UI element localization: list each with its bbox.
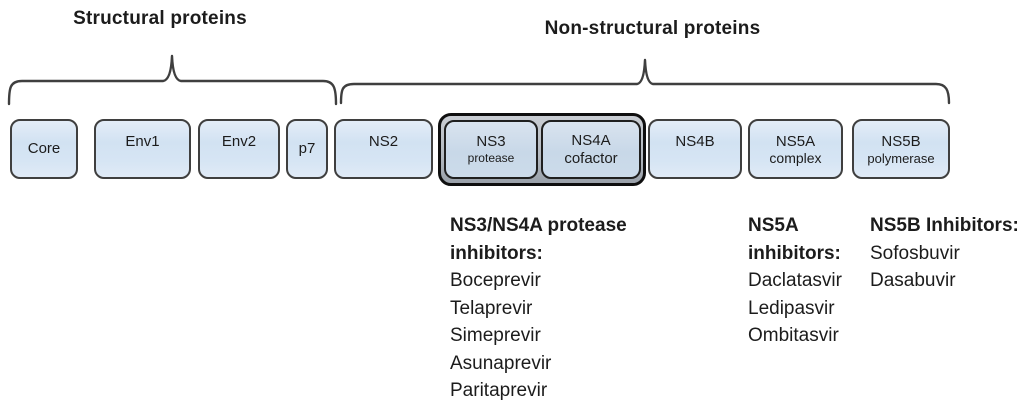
- inhibitor-list-heading: NS3/NS4A protease: [450, 215, 627, 236]
- protein-sublabel: cofactor: [564, 149, 618, 167]
- drug-name: Ombitasvir: [748, 325, 839, 346]
- protein-label: NS4B: [675, 133, 715, 150]
- protein-box-core: Core: [10, 119, 78, 179]
- group-braces: [7, 54, 951, 106]
- protein-label: NS4A: [571, 131, 611, 149]
- protein-box-ns2: NS2: [334, 119, 433, 179]
- structural-proteins-title: Structural proteins: [73, 8, 247, 29]
- protein-box-ns4a: NS4A cofactor: [541, 120, 641, 179]
- structural-brace: [7, 54, 338, 106]
- drug-name: Boceprevir: [450, 270, 541, 291]
- inhibitor-list-heading: NS5B Inhibitors:: [870, 215, 1019, 236]
- drug-name: Ledipasvir: [748, 297, 835, 319]
- protein-sublabel: polymerase: [867, 150, 935, 166]
- protein-box-ns5a: NS5A complex: [748, 119, 843, 179]
- protein-label: Core: [27, 140, 61, 157]
- protein-label: Env1: [125, 133, 160, 150]
- drug-name: Paritaprevir: [450, 380, 548, 401]
- inhibitor-list-heading: inhibitors:: [450, 242, 543, 264]
- drug-name: Sofosbuvir: [870, 242, 960, 264]
- drug-name: Telaprevir: [450, 297, 533, 319]
- protein-label: NS5B: [881, 132, 921, 150]
- nonstructural-brace: [339, 58, 951, 105]
- ns5a-inhibitor-list: NS5A inhibitors: Daclatasvir Ledipasvir …: [748, 212, 842, 350]
- ns5b-inhibitor-list: NS5B Inhibitors: Sofosbuvir Dasabuvir: [870, 212, 1019, 295]
- inhibitor-list-heading: inhibitors:: [748, 242, 841, 264]
- protein-sublabel: complex: [769, 149, 822, 166]
- ns3-ns4a-highlight-container: NS3 protease NS4A cofactor: [438, 113, 646, 186]
- drug-name: Dasabuvir: [870, 270, 956, 291]
- drug-name: Daclatasvir: [748, 270, 842, 291]
- protein-box-ns5b: NS5B polymerase: [852, 119, 950, 179]
- protein-sublabel: protease: [467, 151, 515, 165]
- drug-name: Asunaprevir: [450, 352, 552, 374]
- protein-label: p7: [298, 140, 316, 157]
- protein-box-p7: p7: [286, 119, 328, 179]
- nonstructural-proteins-title: Non-structural proteins: [544, 18, 761, 39]
- drug-name: Simeprevir: [450, 325, 541, 346]
- ns3-ns4a-inhibitor-list: NS3/NS4A protease inhibitors: Boceprevir…: [450, 212, 627, 404]
- protein-box-ns3: NS3 protease: [444, 120, 538, 179]
- protein-label: Env2: [221, 133, 257, 150]
- protein-label: NS3: [476, 133, 506, 150]
- protein-box-env2: Env2: [198, 119, 280, 179]
- protein-box-env1: Env1: [94, 119, 191, 179]
- inhibitor-list-heading: NS5A: [748, 215, 799, 236]
- protein-box-ns4b: NS4B: [648, 119, 742, 179]
- protein-label: NS2: [368, 133, 399, 150]
- protein-label: NS5A: [775, 132, 816, 150]
